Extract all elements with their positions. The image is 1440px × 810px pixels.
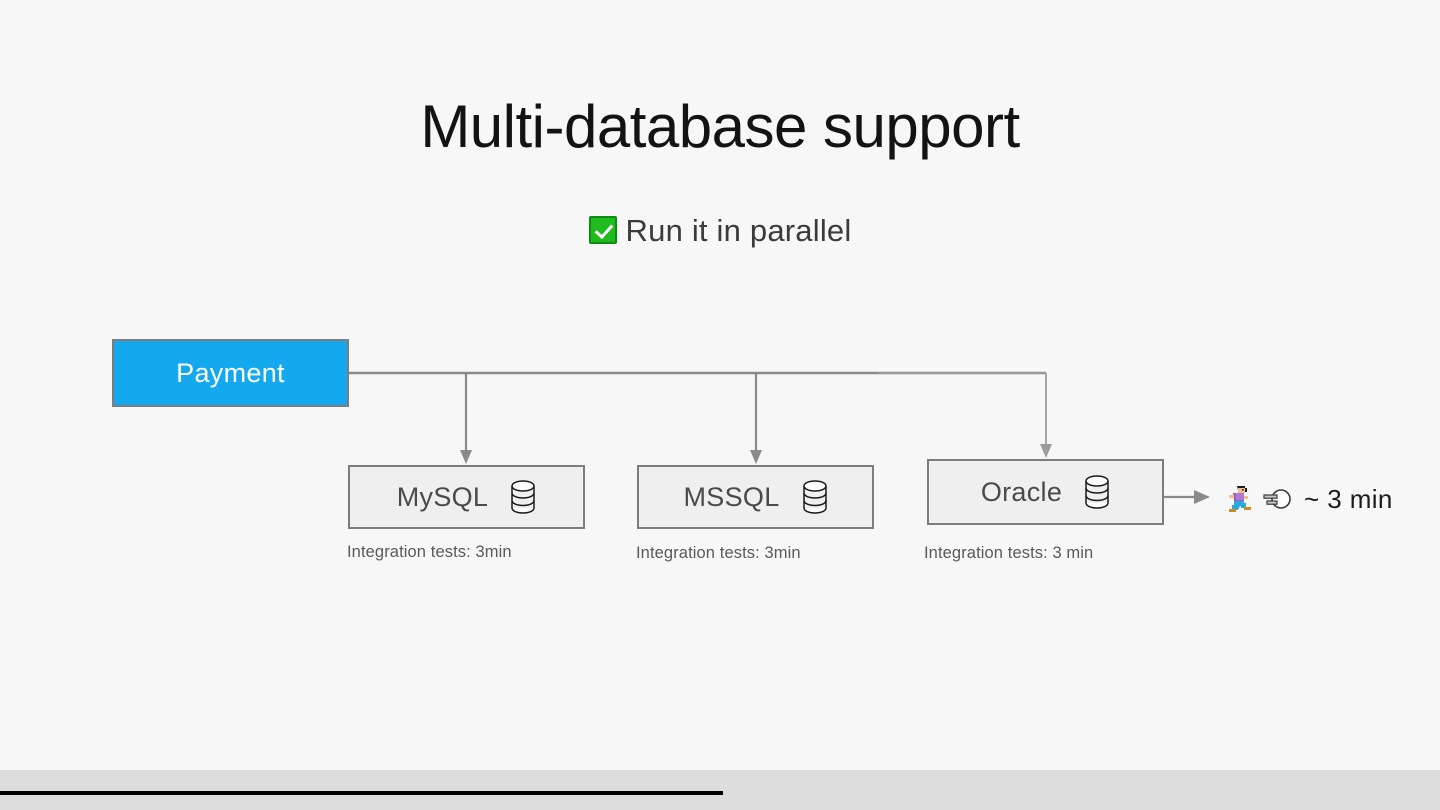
node-oracle-label: Oracle: [980, 476, 1063, 507]
progress-track[interactable]: [0, 791, 1440, 795]
subtitle: Run it in parallel: [0, 209, 1440, 256]
page-title: Multi-database support: [420, 93, 1020, 160]
node-mssql-label: MSSQL: [683, 481, 780, 512]
node-mysql-label: MySQL: [396, 481, 489, 512]
node-oracle[interactable]: Oracle: [927, 459, 1164, 525]
database-icon: [802, 480, 828, 514]
white-check-mark-icon: [588, 212, 617, 256]
runner-icon: [1224, 483, 1254, 515]
result-duration-label: ~ 3 min: [1304, 483, 1393, 514]
caption-mssql: Integration tests: 3min: [636, 544, 801, 562]
database-icon: [510, 480, 536, 514]
dash-icon: [1262, 483, 1292, 515]
database-icon: [1084, 475, 1110, 509]
progress-fill: [0, 791, 723, 795]
caption-oracle: Integration tests: 3 min: [924, 544, 1094, 562]
node-payment-label: Payment: [176, 357, 285, 388]
node-mysql[interactable]: MySQL: [348, 465, 585, 529]
caption-mysql: Integration tests: 3min: [347, 543, 512, 561]
result-duration: ~ 3 min: [1224, 483, 1393, 515]
footer-bar: [0, 770, 1440, 810]
subtitle-label: Run it in parallel: [625, 213, 852, 248]
node-payment[interactable]: Payment: [112, 339, 349, 407]
node-mssql[interactable]: MSSQL: [637, 465, 874, 529]
